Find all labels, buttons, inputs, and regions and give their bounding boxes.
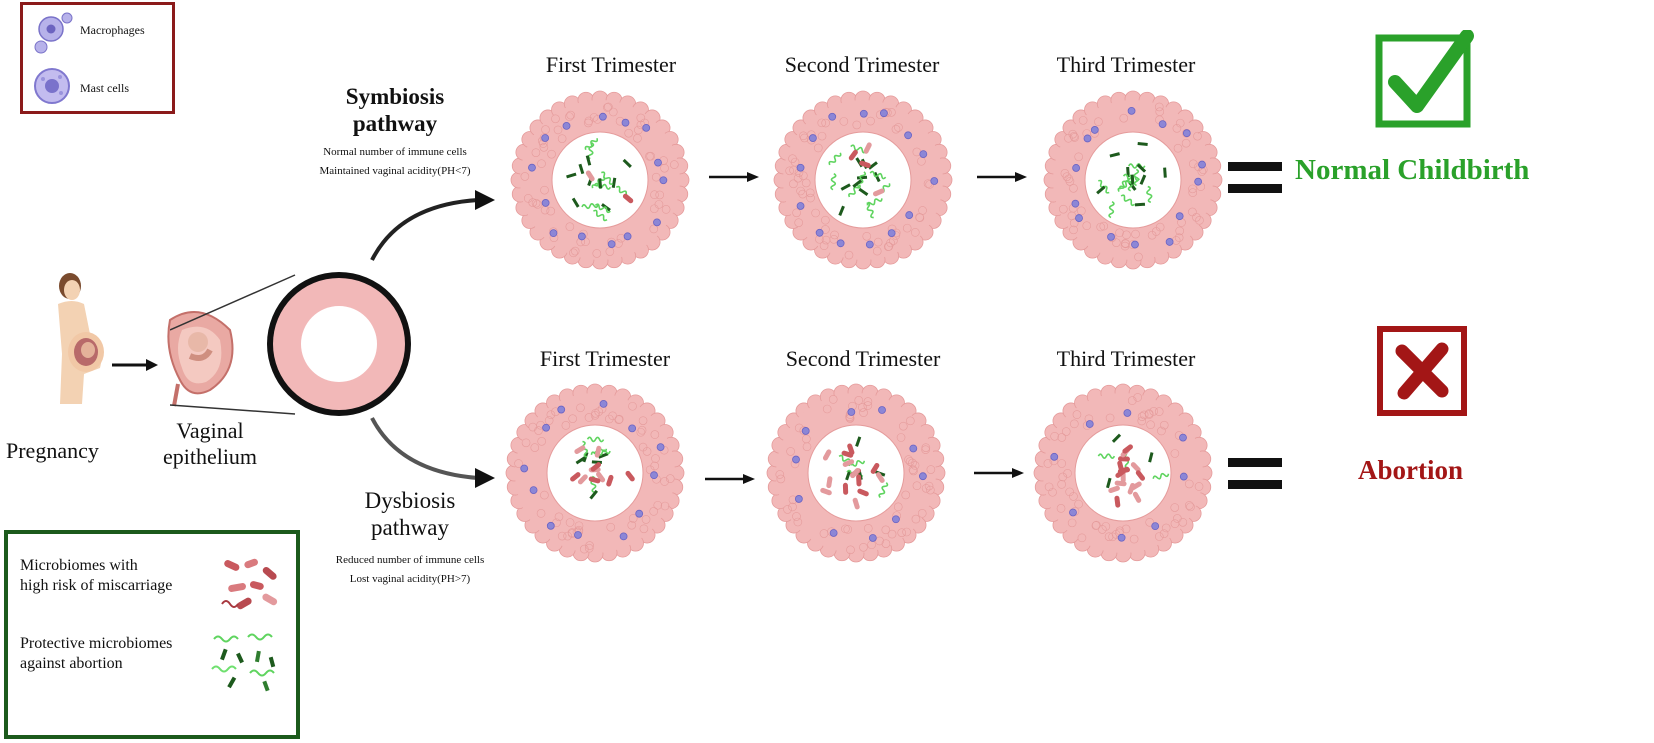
- uterus-fetus-icon: [167, 311, 234, 407]
- symbiosis-stage-2-label: Second Trimester: [784, 52, 940, 77]
- mast-cell-icon: [34, 68, 70, 104]
- pregnant-woman-icon: [58, 273, 104, 404]
- vaginal-epithelium-ring: [267, 272, 411, 416]
- symbiosis-stage-3-label: Third Trimester: [1056, 52, 1196, 77]
- arrow-icon: [112, 359, 158, 371]
- harmful-microbiome-icon: [221, 558, 278, 610]
- normal-childbirth-outcome: Normal Childbirth: [1295, 154, 1530, 186]
- dysbiosis-pathway-title: Dysbiosis pathway: [364, 488, 456, 540]
- dysbiosis-stage-2-ring: [766, 383, 946, 563]
- dysbiosis-stage-3-label: Third Trimester: [1056, 346, 1196, 371]
- protective-microbiome-icon: [211, 633, 276, 692]
- mast-cell-legend-label: Mast cells: [80, 81, 129, 95]
- symbiosis-notes: Normal number of immune cells Maintained…: [319, 146, 471, 177]
- dysbiosis-stage-2-label: Second Trimester: [785, 346, 941, 371]
- arrow-icon: [974, 468, 1024, 478]
- symbiosis-pathway-title: Symbiosis pathway: [345, 84, 445, 136]
- dysbiosis-stage-3-ring: [1033, 383, 1213, 563]
- arrow-icon: [977, 172, 1027, 182]
- epithelium-zoom-lines: [170, 274, 296, 415]
- immune-cell-legend: Macrophages Mast cells: [20, 2, 175, 114]
- abortion-outcome: Abortion: [1358, 455, 1464, 485]
- vaginal-epithelium-label: Vaginal epithelium: [162, 418, 258, 469]
- harmful-microbiome-label: Microbiomes with high risk of miscarriag…: [20, 557, 173, 594]
- symbiosis-stage-1-ring: [510, 90, 690, 270]
- cross-icon: [1377, 326, 1467, 416]
- microbiome-legend: Microbiomes with high risk of miscarriag…: [4, 530, 300, 739]
- dysbiosis-stage-1-label: First Trimester: [539, 346, 671, 371]
- equals-icon: [1228, 162, 1282, 193]
- symbiosis-stage-1-label: First Trimester: [545, 52, 677, 77]
- dysbiosis-notes: Reduced number of immune cells Lost vagi…: [335, 554, 485, 585]
- macrophage-legend-label: Macrophages: [80, 23, 145, 37]
- symbiosis-stage-3-ring: [1043, 90, 1223, 270]
- protective-microbiome-label: Protective microbiomes against abortion: [20, 635, 173, 672]
- dysbiosis-stage-1-ring: [505, 383, 685, 563]
- branch-arrows: [370, 190, 495, 488]
- arrow-icon: [709, 172, 759, 182]
- macrophage-icon: [34, 12, 73, 54]
- equals-icon: [1228, 458, 1282, 489]
- arrow-icon: [705, 474, 755, 484]
- pregnancy-label: Pregnancy: [6, 438, 99, 463]
- checkmark-icon: [1375, 30, 1474, 128]
- symbiosis-stage-2-ring: [773, 90, 953, 270]
